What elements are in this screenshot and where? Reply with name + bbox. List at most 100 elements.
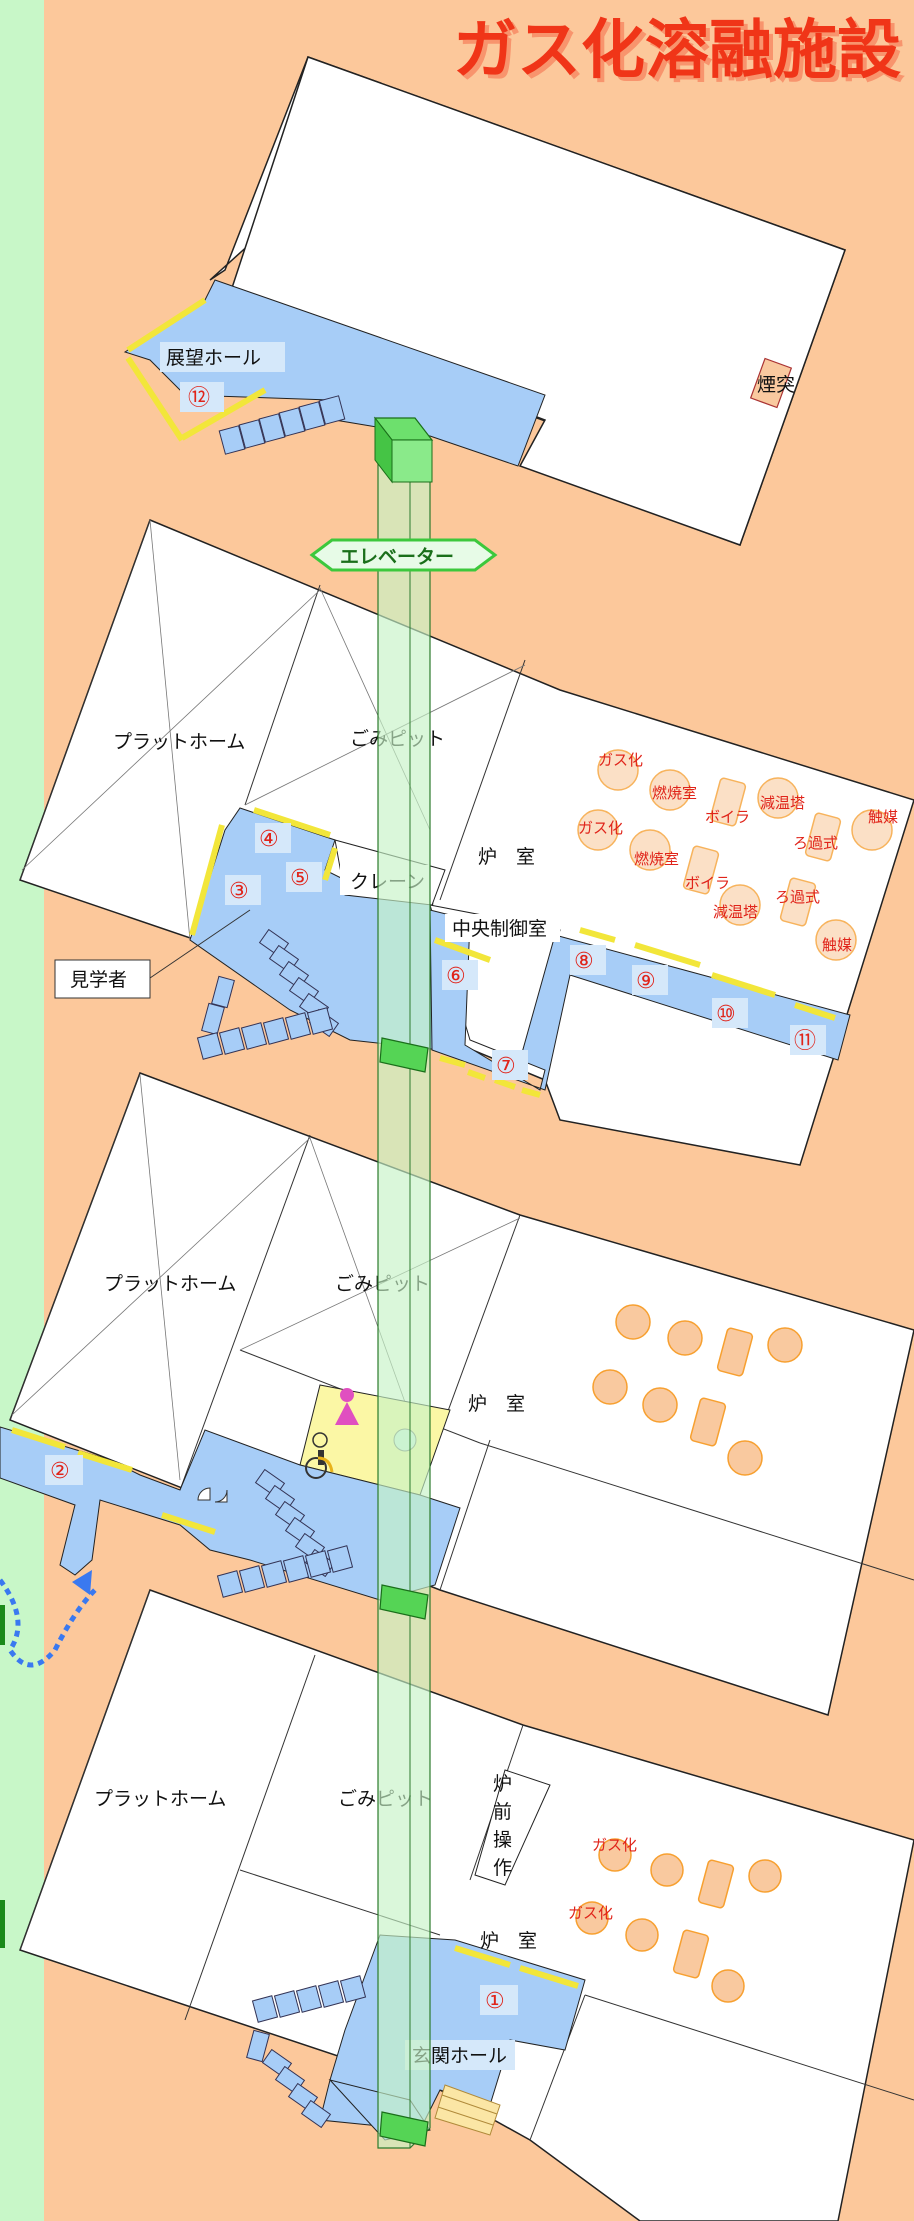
chimney bbox=[749, 357, 793, 409]
stop-9: ⑨ bbox=[636, 969, 656, 994]
divider bbox=[529, 1994, 586, 2141]
windows bbox=[189, 807, 836, 1098]
stairs bbox=[246, 1975, 367, 2129]
stop-5: ⑤ bbox=[290, 866, 310, 891]
visitor-label: 見学者 bbox=[70, 969, 127, 991]
observation-hall-label: 展望ホール bbox=[166, 347, 261, 369]
stop-11: ⑪ bbox=[794, 1029, 816, 1054]
elevator-car-3f bbox=[379, 1037, 429, 1073]
platform-diagonal bbox=[11, 1137, 311, 1416]
elevator-shaft bbox=[373, 416, 434, 2149]
stop-10: ⑩ bbox=[716, 1002, 736, 1027]
equipment-combustion: 燃焼室 bbox=[652, 784, 697, 802]
platform-label-3f: プラットホーム bbox=[113, 731, 245, 753]
elevator-label: エレベーター bbox=[340, 546, 454, 568]
window bbox=[180, 387, 267, 441]
equipment-boiler: ボイラ bbox=[705, 808, 750, 826]
divider bbox=[584, 1994, 914, 2101]
windows bbox=[454, 1945, 579, 1989]
equipment-1f bbox=[575, 1838, 782, 2003]
elevator-badge: エレベーター bbox=[309, 538, 498, 572]
platform-label-1f: プラットホーム bbox=[94, 1788, 226, 1810]
window bbox=[125, 356, 185, 442]
stairs bbox=[218, 395, 346, 455]
equipment-filter: ろ過式 bbox=[793, 834, 838, 852]
window bbox=[126, 297, 207, 353]
elevator-car-1f bbox=[379, 2111, 429, 2147]
divider bbox=[9, 1072, 141, 1421]
equipment-gasify: ガス化 bbox=[578, 819, 623, 837]
platform-diagonal bbox=[21, 589, 321, 871]
control-room-label: 中央制御室 bbox=[452, 918, 547, 940]
furnace-front-label: 炉 bbox=[493, 1773, 512, 1795]
equipment-gasify: ガス化 bbox=[598, 751, 643, 769]
equipment-3f bbox=[577, 749, 893, 961]
label-bg bbox=[480, 1985, 518, 2015]
elevator-car-2f bbox=[379, 1584, 429, 1620]
third-floor: プラットホーム ごみピット クレーン 炉 室 中央制御室 ③ ④ ⑤ ⑥ ⑦ ⑧… bbox=[19, 519, 914, 1166]
elevator-car-top bbox=[391, 439, 433, 483]
equipment-catalyst: 触媒 bbox=[868, 808, 898, 826]
stop-8: ⑧ bbox=[574, 949, 594, 974]
second-floor: プラットホーム ごみピット 炉 室 ② bbox=[0, 1072, 914, 1716]
label-bg bbox=[445, 914, 560, 942]
page-title: ガス化溶融施設 bbox=[453, 14, 901, 88]
divider bbox=[19, 1589, 151, 1951]
furnace-label-3f: 炉 室 bbox=[478, 846, 535, 868]
entry-arrow bbox=[0, 1578, 97, 1668]
top-floor: 展望ホール ⑫ 煙突 bbox=[123, 56, 846, 546]
visitor-box bbox=[54, 959, 151, 999]
left-marker bbox=[0, 1605, 5, 1645]
equipment-gasify: ガス化 bbox=[568, 1904, 613, 1922]
furnace-front-label: 操 bbox=[493, 1829, 512, 1851]
furnace-label-2f: 炉 室 bbox=[468, 1393, 525, 1415]
equipment-2f bbox=[592, 1304, 803, 1476]
page-title: ガス化溶融施設 bbox=[457, 18, 905, 92]
label-bg bbox=[160, 342, 285, 372]
stop-numbers: ③ ④ ⑤ ⑥ ⑦ ⑧ ⑨ ⑩ ⑪ bbox=[225, 823, 826, 1080]
doors bbox=[197, 1487, 228, 1503]
top-floor-building bbox=[227, 56, 846, 546]
stop-7: ⑦ bbox=[496, 1054, 516, 1079]
stop-1: ① bbox=[485, 1989, 505, 2014]
chimney-label: 煙突 bbox=[757, 374, 795, 396]
furnace-label-1f: 炉 室 bbox=[480, 1930, 537, 1952]
elevator-shaft-body bbox=[377, 437, 431, 2149]
stop-3: ③ bbox=[229, 879, 249, 904]
platform-diagonal bbox=[149, 519, 191, 941]
divider bbox=[479, 1442, 914, 1581]
entry-arrowhead bbox=[72, 1570, 92, 1595]
entrance-hall-label: 玄関ホール bbox=[412, 2045, 507, 2067]
furnace-front-label: 作 bbox=[493, 1857, 512, 1879]
equipment-labels-3f: ガス化 燃焼室 ボイラ 減温塔 ろ過式 触媒 ガス化 燃焼室 ボイラ 減温塔 ろ… bbox=[578, 751, 898, 954]
left-strip bbox=[0, 0, 44, 2221]
equipment-cooling: 減温塔 bbox=[760, 794, 805, 812]
divider bbox=[179, 1134, 311, 1491]
divider bbox=[439, 659, 526, 901]
furnace-front-room bbox=[474, 1769, 551, 1886]
label-bg bbox=[180, 382, 224, 412]
divider bbox=[244, 584, 321, 806]
stairs bbox=[196, 928, 340, 1060]
equipment-boiler: ボイラ bbox=[685, 874, 730, 892]
stop-6: ⑥ bbox=[446, 964, 466, 989]
equipment-filter: ろ過式 bbox=[775, 888, 820, 906]
equipment-gasify: ガス化 bbox=[592, 1836, 637, 1854]
third-floor-building bbox=[19, 519, 914, 1166]
divider bbox=[439, 1439, 491, 1591]
stairs bbox=[216, 1468, 354, 1598]
first-floor-building bbox=[19, 1589, 914, 2221]
stop-12: ⑫ bbox=[188, 386, 210, 411]
brick-wall bbox=[434, 2084, 501, 2136]
divider bbox=[184, 1654, 316, 2021]
stop-2: ② bbox=[50, 1459, 70, 1484]
equipment-cooling: 減温塔 bbox=[713, 903, 758, 921]
stop-4: ④ bbox=[259, 827, 279, 852]
equipment-catalyst: 触媒 bbox=[822, 936, 852, 954]
furnace-front-label: 前 bbox=[493, 1801, 512, 1823]
windows bbox=[11, 1427, 216, 1535]
label-bg bbox=[45, 1455, 83, 1485]
left-marker bbox=[0, 1900, 5, 1948]
